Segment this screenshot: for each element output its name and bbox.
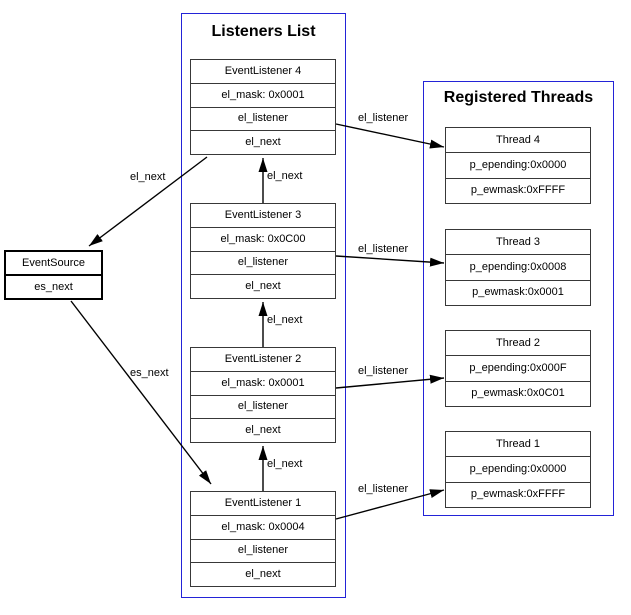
edge-label-el-listener-1: el_listener — [358, 483, 409, 495]
event-listener-4-node: EventListener 4 el_mask: 0x0001 el_liste… — [190, 59, 336, 155]
event-listener-1-field-el-listener: el_listener — [191, 538, 335, 563]
listeners-list-title: Listeners List — [211, 23, 316, 40]
event-listener-1-field-el-next: el_next — [191, 562, 335, 586]
thread-3-field-p-epending: p_epending:0x0008 — [446, 254, 590, 279]
event-listener-3-field-el-next: el_next — [191, 274, 335, 298]
thread-1-title: Thread 1 — [495, 437, 541, 450]
event-source-node: EventSource es_next — [4, 250, 103, 300]
thread-3-node: Thread 3 p_epending:0x0008 p_ewmask:0x00… — [445, 229, 591, 306]
edge-label-el-next-el2-el3: el_next — [267, 314, 303, 326]
event-listener-2-field-el-listener: el_listener — [191, 394, 335, 419]
thread-1-field-p-epending: p_epending:0x0000 — [446, 456, 590, 481]
event-listener-1-title: EventListener 1 — [224, 496, 302, 509]
edge-label-es-next: es_next — [130, 367, 169, 379]
thread-2-node: Thread 2 p_epending:0x000F p_ewmask:0x0C… — [445, 330, 591, 407]
thread-2-title: Thread 2 — [495, 336, 541, 349]
thread-4-field-p-ewmask: p_ewmask:0xFFFF — [446, 177, 590, 203]
event-listener-4-field-el-next: el_next — [191, 130, 335, 154]
thread-3-title: Thread 3 — [495, 235, 541, 248]
event-listener-4-field-el-mask: el_mask: 0x0001 — [191, 82, 335, 107]
edge-label-el-next-el1-el2: el_next — [267, 458, 303, 470]
event-listener-2-node: EventListener 2 el_mask: 0x0001 el_liste… — [190, 347, 336, 443]
edge-label-el-next-el3-el4: el_next — [267, 170, 303, 182]
thread-2-field-p-epending: p_epending:0x000F — [446, 355, 590, 380]
event-listener-1-field-el-mask: el_mask: 0x0004 — [191, 514, 335, 539]
event-listener-4-title: EventListener 4 — [224, 64, 302, 77]
registered-threads-container: Registered Threads — [423, 81, 614, 516]
thread-3-field-p-ewmask: p_ewmask:0x0001 — [446, 279, 590, 305]
event-listener-3-field-el-mask: el_mask: 0x0C00 — [191, 226, 335, 251]
event-listener-3-field-el-listener: el_listener — [191, 250, 335, 275]
edge-label-el-next-to-source: el_next — [130, 171, 166, 183]
edge-label-el-listener-3: el_listener — [358, 243, 409, 255]
thread-4-node: Thread 4 p_epending:0x0000 p_ewmask:0xFF… — [445, 127, 591, 204]
thread-1-node: Thread 1 p_epending:0x0000 p_ewmask:0xFF… — [445, 431, 591, 508]
thread-4-title: Thread 4 — [495, 133, 541, 146]
event-source-field-es-next: es_next — [6, 274, 101, 298]
event-listener-2-title: EventListener 2 — [224, 352, 302, 365]
thread-1-field-p-ewmask: p_ewmask:0xFFFF — [446, 481, 590, 507]
registered-threads-title: Registered Threads — [443, 89, 594, 106]
event-listener-2-field-el-mask: el_mask: 0x0001 — [191, 370, 335, 395]
thread-4-field-p-epending: p_epending:0x0000 — [446, 152, 590, 177]
edge-label-el-listener-2: el_listener — [358, 365, 409, 377]
event-listener-3-title: EventListener 3 — [224, 208, 302, 221]
edge-label-el-listener-4: el_listener — [358, 112, 409, 124]
event-listener-2-field-el-next: el_next — [191, 418, 335, 442]
event-listener-1-node: EventListener 1 el_mask: 0x0004 el_liste… — [190, 491, 336, 587]
event-source-title: EventSource — [22, 256, 85, 269]
thread-2-field-p-ewmask: p_ewmask:0x0C01 — [446, 380, 590, 406]
event-listener-4-field-el-listener: el_listener — [191, 106, 335, 131]
event-listener-3-node: EventListener 3 el_mask: 0x0C00 el_liste… — [190, 203, 336, 299]
